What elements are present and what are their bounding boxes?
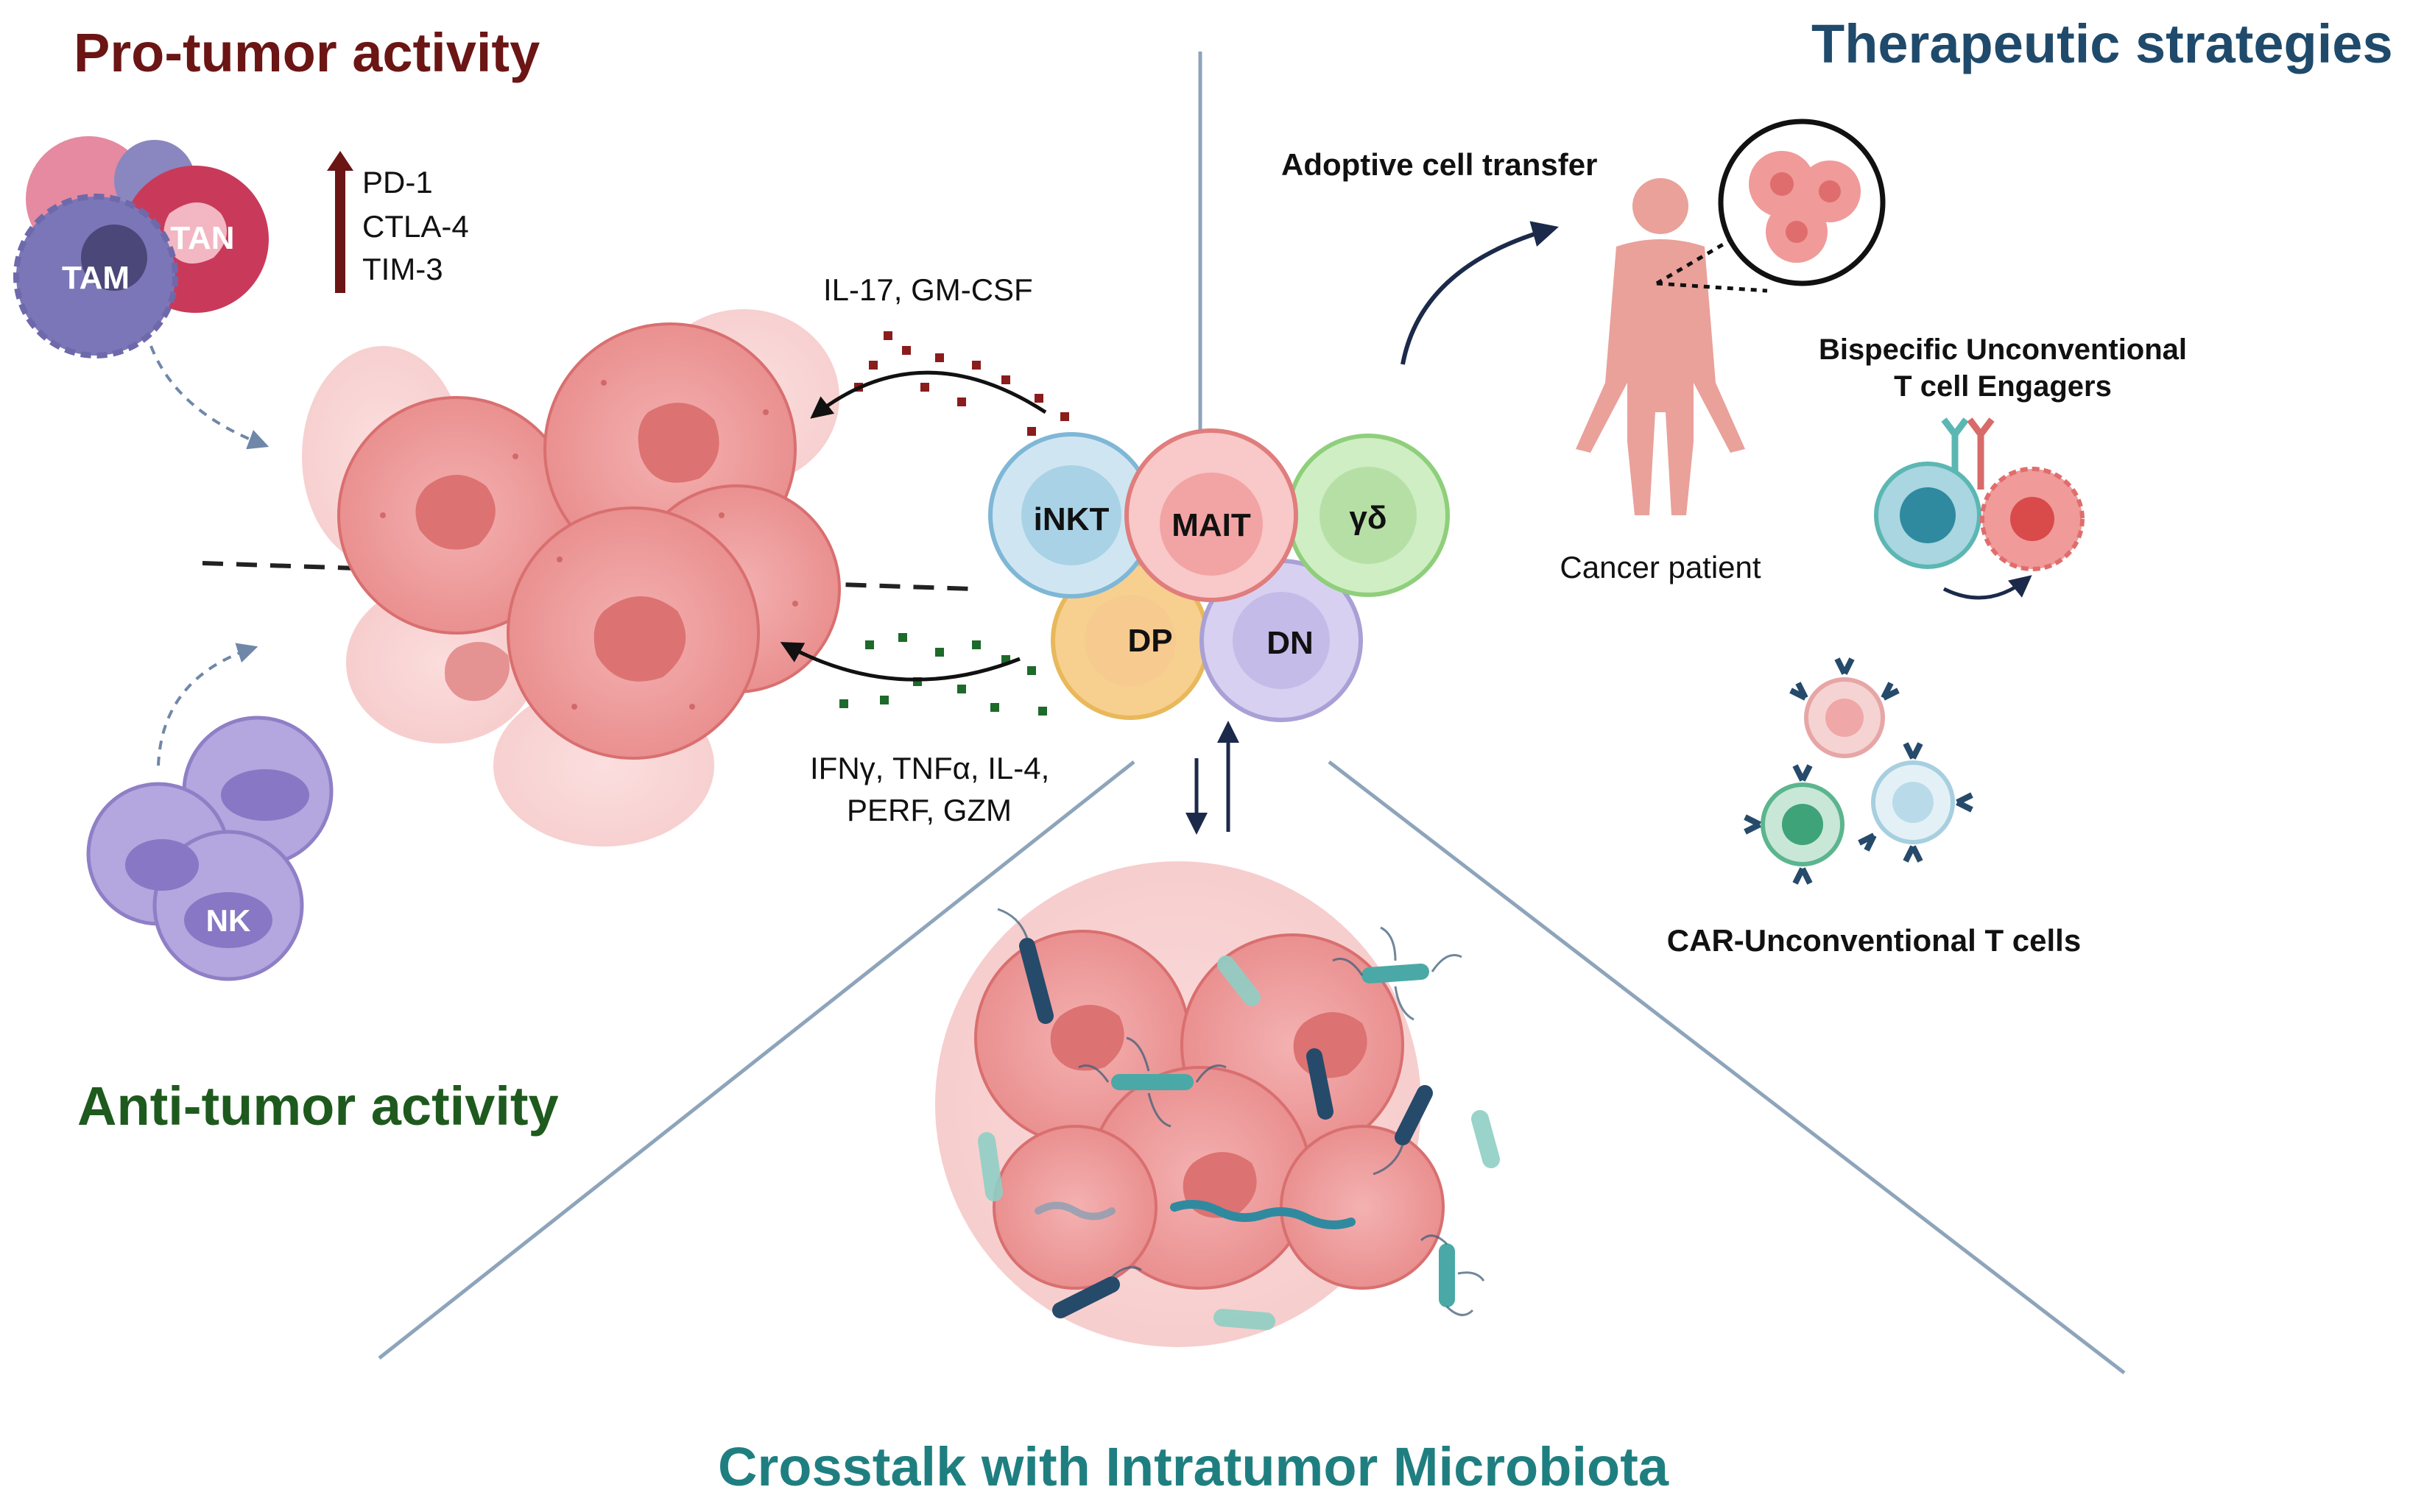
tumor-mass: [302, 309, 841, 847]
zoom-dotted-lines: [1655, 237, 1768, 293]
t-cell-cluster: [988, 428, 1450, 722]
pro-cytokines: IL-17, GM-CSF: [823, 272, 1033, 307]
section-dividers: [378, 52, 2126, 1374]
tan-label: TAN: [170, 220, 234, 256]
title-pro-tumor: Pro-tumor activity: [74, 22, 540, 83]
anti-cytokine-arrow: [780, 642, 1021, 682]
pro-cytokine-granules: [854, 331, 1069, 436]
microbiota-tumor: [935, 861, 1445, 1347]
checkpoint-pd1: PD-1: [362, 165, 433, 199]
bispecific-label-line2: T cell Engagers: [1894, 370, 2112, 403]
car-t-illustration: [1744, 657, 1973, 885]
pro-cytokine-arrow: [810, 370, 1047, 419]
anti-cytokines-line1: IFNγ, TNFα, IL-4,: [810, 751, 1049, 785]
bispecific-label-line1: Bispecific Unconventional: [1819, 333, 2187, 366]
patient-figure: [1576, 178, 1745, 515]
adoptive-transfer-label: Adoptive cell transfer: [1281, 147, 1597, 182]
nk-cell-cluster: [86, 716, 334, 981]
anti-cytokines-line2: PERF, GZM: [847, 793, 1012, 827]
title-therapeutic-strategies: Therapeutic strategies: [1811, 13, 2393, 74]
tumor-zoom-content: [1749, 151, 1861, 263]
bacteria: [978, 908, 1500, 1330]
bispecific-engager-illustration: [1874, 417, 2085, 600]
adoptive-arrow: [1400, 221, 1559, 365]
checkpoint-tim3: TIM-3: [362, 252, 443, 286]
checkpoint-ctla4: CTLA-4: [362, 209, 469, 244]
cancer-patient-label: Cancer patient: [1560, 550, 1761, 584]
gd-label: γδ: [1349, 500, 1387, 536]
title-crosstalk: Crosstalk with Intratumor Microbiota: [718, 1436, 1669, 1497]
inkt-label: iNKT: [1034, 501, 1110, 537]
myeloid-to-tumor-arrow: [149, 345, 269, 450]
myeloid-cell-cluster: [13, 136, 269, 358]
dn-label: DN: [1266, 625, 1314, 661]
car-label: CAR-Unconventional T cells: [1667, 923, 2081, 958]
upregulation-arrowhead: [327, 151, 353, 171]
nk-to-tumor-arrow: [157, 643, 258, 766]
tam-label: TAM: [62, 260, 130, 296]
anti-cytokine-granules: [839, 633, 1047, 716]
dp-label: DP: [1127, 623, 1172, 659]
nk-label: NK: [206, 903, 251, 938]
title-anti-tumor: Anti-tumor activity: [77, 1075, 559, 1137]
mait-label: MAIT: [1171, 507, 1251, 543]
